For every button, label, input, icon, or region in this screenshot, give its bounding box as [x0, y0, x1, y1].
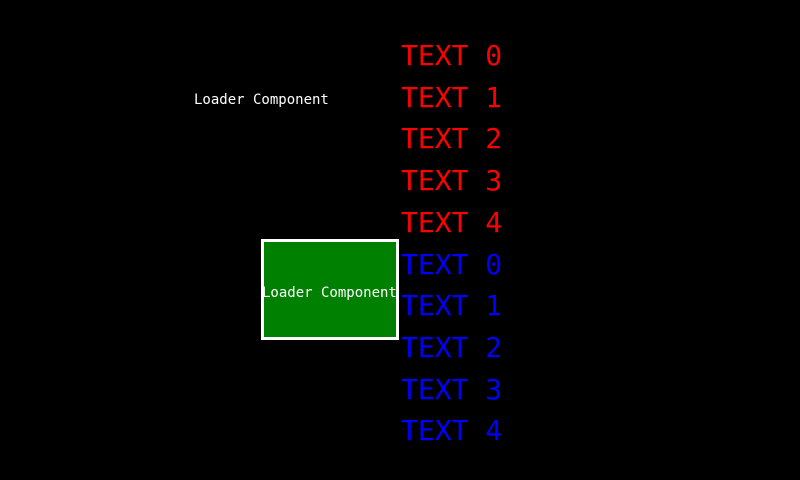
text-item: TEXT 2 — [401, 122, 503, 156]
text-item: TEXT 3 — [401, 164, 503, 198]
text-item: TEXT 4 — [401, 205, 503, 239]
loader-component-label: Loader Component — [194, 92, 329, 108]
text-item: TEXT 0 — [401, 247, 503, 281]
text-item: TEXT 3 — [401, 372, 503, 406]
text-list: TEXT 0 TEXT 1 TEXT 2 TEXT 3 TEXT 4 TEXT 0 TEXT… — [401, 35, 502, 452]
text-item: TEXT 1 — [401, 80, 503, 114]
text-item: TEXT 2 — [401, 330, 503, 364]
loader-component-box: Loader Component — [261, 239, 399, 340]
text-item: TEXT 4 — [401, 414, 503, 448]
loader-component-box-label: Loader Component — [262, 285, 397, 301]
text-item: TEXT 0 — [401, 39, 503, 72]
text-item: TEXT 1 — [401, 289, 503, 323]
